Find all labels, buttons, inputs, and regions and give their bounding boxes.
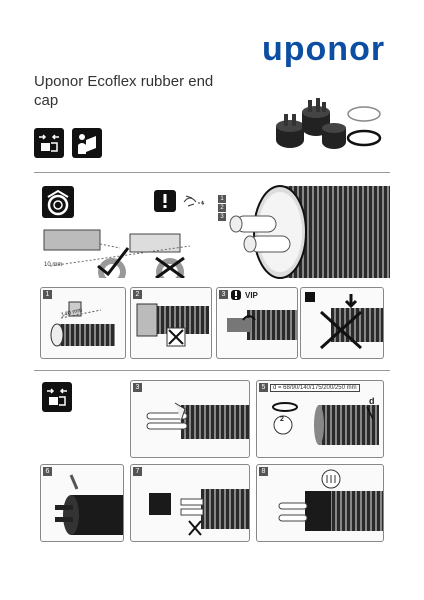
warning-icon (154, 190, 176, 212)
step-number: 2 (133, 290, 142, 299)
divider (34, 172, 390, 173)
end-cap-symbol-icon (42, 186, 74, 218)
step-3b-panel: 3 (130, 380, 250, 458)
diameter-spec: d = 68/90/140/175/200/250 mm (270, 384, 360, 392)
step-6-panel: 6 (40, 464, 124, 542)
step-number: 6 (43, 467, 52, 476)
insert-arrows-icon (34, 128, 64, 158)
step-number: 8 (259, 467, 268, 476)
warning-icon (231, 290, 241, 300)
step-8-panel: 8 (256, 464, 384, 542)
eye-inspect-icon (182, 190, 216, 212)
step-number: 1 (43, 290, 52, 299)
callout-1: 1 (218, 195, 226, 203)
step-1-panel: 1 140 mm (40, 287, 126, 359)
step-number: 5 (259, 383, 268, 392)
document-title: Uponor Ecoflex rubber end cap (34, 73, 214, 109)
end-cap-product-image (272, 92, 394, 162)
diameter-label: d (369, 396, 375, 406)
step-5-sub: 2 (280, 416, 284, 423)
pipe-cross-section-diagram (214, 176, 390, 286)
step-5-panel: 5 d = 68/90/140/175/200/250 mm 2 d (256, 380, 384, 458)
callout-2: 2 (218, 204, 226, 212)
step-number: 3 (219, 290, 228, 299)
step-4-panel (300, 287, 384, 359)
vip-label: VIP (245, 291, 258, 300)
divider (34, 370, 390, 371)
step-number: 7 (133, 467, 142, 476)
step-2-panel: 2 (130, 287, 212, 359)
insert-arrows-icon (42, 382, 72, 412)
cut-check-diagram (40, 226, 210, 278)
read-manual-icon (72, 128, 102, 158)
gauge-label: 10 mm (44, 262, 63, 268)
step-number: 3 (133, 383, 142, 392)
step-7-panel: 7 (130, 464, 250, 542)
step-3-panel: 3 VIP (216, 287, 298, 359)
callout-3: 3 (218, 213, 226, 221)
uponor-logo: uponor (262, 30, 386, 68)
